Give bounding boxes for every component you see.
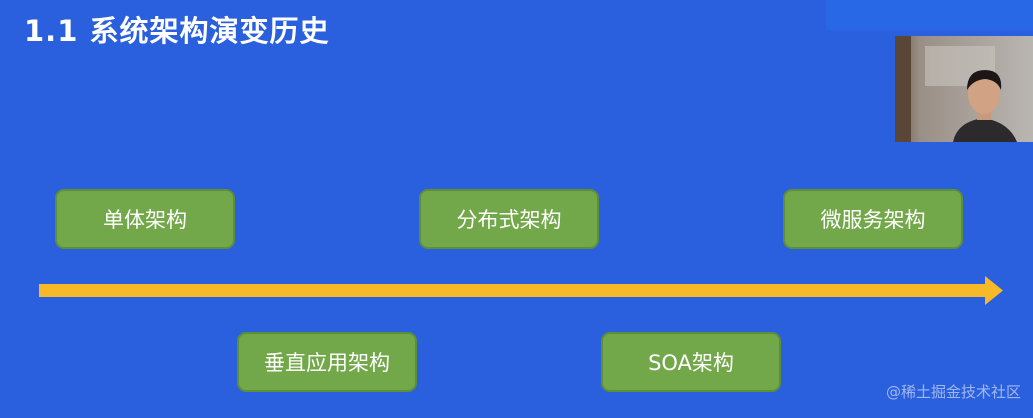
stage-box-soa: SOA架构	[601, 332, 781, 392]
presenter-webcam-icon	[895, 36, 1033, 142]
webcam-overlay	[895, 36, 1033, 142]
stage-box-monolithic: 单体架构	[55, 189, 235, 249]
stage-box-microservices: 微服务架构	[783, 189, 963, 249]
stage-box-vertical-application: 垂直应用架构	[237, 332, 417, 392]
top-strip	[826, 0, 1033, 30]
slide-title: 1.1 系统架构演变历史	[24, 14, 330, 48]
watermark: @稀土掘金技术社区	[885, 383, 1021, 401]
stage-box-distributed: 分布式架构	[419, 189, 599, 249]
